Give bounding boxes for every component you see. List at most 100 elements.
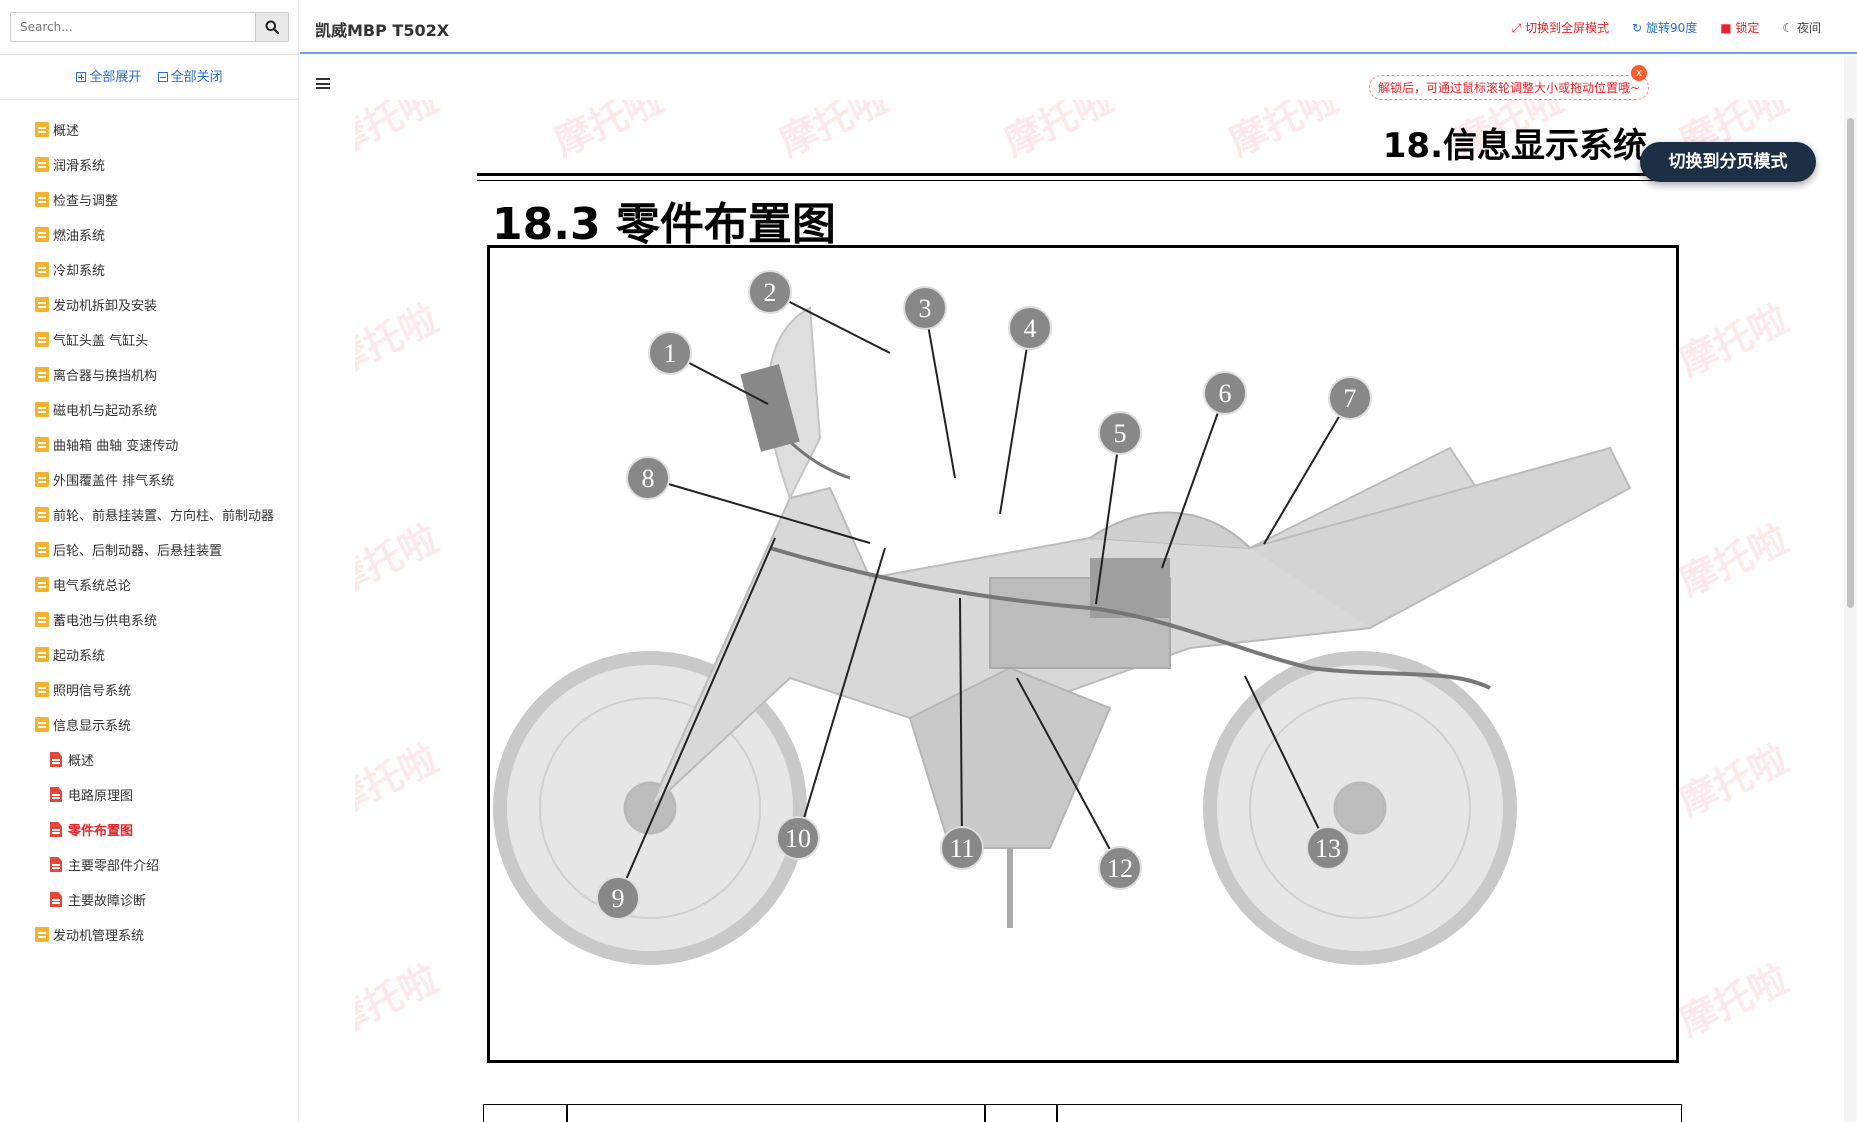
tree-item[interactable]: 润滑系统 — [0, 147, 299, 182]
callout-label: 7 — [1344, 384, 1357, 413]
tree-item[interactable]: 燃油系统 — [0, 217, 299, 252]
callout-13: 13 — [1306, 826, 1350, 870]
folder-icon — [35, 717, 49, 732]
watermark: 摩托啦 — [355, 956, 445, 1045]
tree-item-label: 燃油系统 — [53, 229, 106, 244]
watermark: 摩托啦 — [1672, 516, 1792, 605]
lock-button[interactable]: ■ 锁定 — [1720, 19, 1759, 36]
tree-subitem[interactable]: 主要零部件介绍 — [0, 847, 299, 882]
divider — [0, 54, 299, 55]
tree-item[interactable]: 照明信号系统 — [0, 672, 299, 707]
folder-icon — [35, 122, 49, 137]
tree-item-label: 外围覆盖件 排气系统 — [53, 474, 175, 489]
tree-item[interactable]: 后轮、后制动器、后悬挂装置 — [0, 532, 299, 567]
tree-item[interactable]: 信息显示系统 — [0, 707, 299, 742]
folder-icon — [35, 332, 49, 347]
document-page: 摩托啦摩托啦摩托啦摩托啦摩托啦摩托啦摩托啦摩托啦摩托啦摩托啦摩托啦摩托啦摩托啦摩… — [355, 100, 1792, 1122]
tree-item-label: 电气系统总论 — [53, 579, 132, 594]
page-mode-button[interactable]: 切换到分页模式 — [1640, 142, 1816, 182]
fullscreen-label: 切换到全屏模式 — [1525, 21, 1610, 35]
tree-item[interactable]: 检查与调整 — [0, 182, 299, 217]
tip-close-button[interactable]: x — [1631, 65, 1647, 81]
rotate-label: 旋转90度 — [1645, 21, 1698, 35]
callout-9: 9 — [596, 876, 640, 920]
callout-label: 12 — [1107, 854, 1133, 883]
collapse-icon — [157, 72, 168, 82]
folder-icon — [35, 192, 49, 207]
tree-item-label: 概述 — [53, 124, 80, 139]
tree-subitem[interactable]: 零件布置图 — [0, 812, 299, 847]
watermark: 摩托啦 — [772, 100, 895, 165]
tree-item[interactable]: 起动系统 — [0, 637, 299, 672]
table-column-divider — [1056, 1105, 1058, 1122]
menu-icon[interactable] — [316, 78, 330, 89]
tree-item-label: 电路原理图 — [68, 789, 134, 804]
tree-item-label: 概述 — [68, 754, 95, 769]
folder-icon — [35, 227, 49, 242]
callout-4: 4 — [1008, 306, 1052, 350]
callout-label: 13 — [1315, 834, 1341, 863]
tree-item-label: 气缸头盖 气缸头 — [53, 334, 149, 349]
tree-item[interactable]: 电气系统总论 — [0, 567, 299, 602]
folder-icon — [35, 507, 49, 522]
fullscreen-button[interactable]: ⤢ 切换到全屏模式 — [1512, 19, 1609, 36]
night-mode-button[interactable]: ☾ 夜间 — [1782, 19, 1821, 36]
tree-item[interactable]: 外围覆盖件 排气系统 — [0, 462, 299, 497]
scrollbar[interactable] — [1844, 56, 1857, 1122]
tree-subitem[interactable]: 电路原理图 — [0, 777, 299, 812]
callout-label: 2 — [764, 278, 777, 307]
tree-item-label: 照明信号系统 — [53, 684, 132, 699]
tree-item[interactable]: 前轮、前悬挂装置、方向柱、前制动器 — [0, 497, 299, 532]
callout-label: 3 — [919, 294, 932, 323]
tree-item[interactable]: 离合器与换挡机构 — [0, 357, 299, 392]
tree-item-label: 信息显示系统 — [53, 719, 132, 734]
folder-icon — [35, 472, 49, 487]
collapse-all-button[interactable]: 全部关闭 — [157, 70, 223, 85]
watermark: 摩托啦 — [547, 100, 670, 165]
folder-icon — [35, 402, 49, 417]
callout-10: 10 — [776, 816, 820, 860]
title-rule — [477, 173, 1687, 176]
document-icon — [50, 752, 62, 767]
tree-item-label: 前轮、前悬挂装置、方向柱、前制动器 — [53, 509, 275, 524]
callout-label: 5 — [1114, 419, 1127, 448]
tree-item[interactable]: 发动机管理系统 — [0, 917, 299, 952]
folder-icon — [35, 542, 49, 557]
tree-item[interactable]: 蓄电池与供电系统 — [0, 602, 299, 637]
tree-item-label: 润滑系统 — [53, 159, 106, 174]
top-bar: 凯威MBP T502X ⤢ 切换到全屏模式 ↻ 旋转90度 ■ 锁定 ☾ 夜间 — [300, 0, 1857, 54]
watermark: 摩托啦 — [1672, 956, 1792, 1045]
tree-item[interactable]: 磁电机与起动系统 — [0, 392, 299, 427]
tree-subitem[interactable]: 主要故障诊断 — [0, 882, 299, 917]
rotate-button[interactable]: ↻ 旋转90度 — [1632, 19, 1697, 36]
watermark: 摩托啦 — [997, 100, 1120, 165]
tree-subitem[interactable]: 概述 — [0, 742, 299, 777]
expand-all-button[interactable]: 全部展开 — [76, 70, 141, 85]
expand-arrows-icon: ⤢ — [1511, 21, 1526, 35]
table-column-divider — [566, 1105, 568, 1122]
divider — [0, 99, 299, 100]
folder-icon — [35, 927, 49, 942]
search-button[interactable] — [255, 13, 288, 41]
search-input[interactable] — [11, 13, 255, 41]
section-title: 18.3 零件布置图 — [492, 199, 836, 250]
callout-label: 6 — [1219, 379, 1232, 408]
document-icon — [50, 787, 62, 802]
tree-item-label: 冷却系统 — [53, 264, 106, 279]
callout-5: 5 — [1098, 411, 1142, 455]
tree-item[interactable]: 曲轴箱 曲轴 变速传动 — [0, 427, 299, 462]
tree-item-label: 后轮、后制动器、后悬挂装置 — [53, 544, 223, 559]
folder-icon — [35, 612, 49, 627]
table-column-divider — [984, 1105, 986, 1122]
tree-item[interactable]: 发动机拆卸及安装 — [0, 287, 299, 322]
tree-item-label: 主要零部件介绍 — [68, 859, 160, 874]
callout-label: 10 — [785, 824, 811, 853]
expand-icon — [76, 72, 87, 82]
tree-item[interactable]: 冷却系统 — [0, 252, 299, 287]
scrollbar-thumb[interactable] — [1847, 118, 1854, 608]
tree-item[interactable]: 概述 — [0, 112, 299, 147]
callout-label: 4 — [1024, 314, 1037, 343]
tree-item[interactable]: 气缸头盖 气缸头 — [0, 322, 299, 357]
sidebar: 全部展开 全部关闭 概述润滑系统检查与调整燃油系统冷却系统发动机拆卸及安装气缸头… — [0, 0, 299, 1122]
callout-label: 8 — [642, 464, 655, 493]
